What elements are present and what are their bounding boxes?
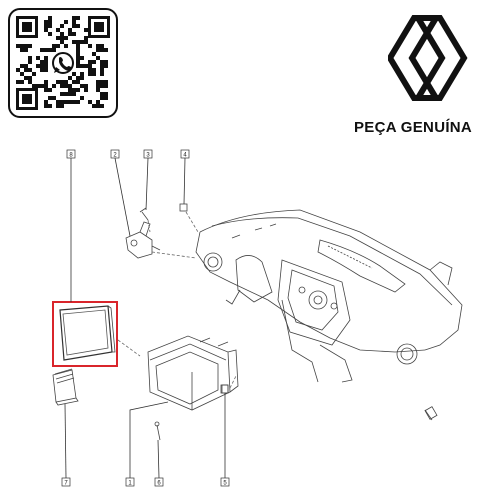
callout-8-top[interactable]: 8 (66, 149, 76, 159)
assembly-leader-lines (117, 211, 237, 389)
part-clip[interactable] (179, 203, 188, 212)
svg-text:1: 1 (128, 481, 132, 487)
svg-text:8: 8 (69, 153, 73, 159)
callout-2[interactable]: 2 (110, 149, 120, 159)
svg-text:3: 3 (146, 153, 150, 159)
part-bracket[interactable] (125, 221, 161, 259)
dashboard-outline (195, 209, 463, 421)
svg-text:5: 5 (223, 481, 227, 487)
callout-leader-lines (64, 157, 226, 479)
callout-1[interactable]: 1 (125, 477, 135, 487)
part-manual[interactable] (52, 368, 79, 406)
callout-7[interactable]: 7 (61, 477, 71, 487)
qr-code-card[interactable] (8, 8, 118, 118)
part-screen-highlighted[interactable] (52, 301, 118, 367)
callout-4[interactable]: 4 (180, 149, 190, 159)
renault-diamond-icon (388, 15, 468, 101)
whatsapp-icon (50, 50, 76, 76)
svg-text:4: 4 (183, 153, 187, 159)
genuine-part-caption: PEÇA GENUÍNA (354, 119, 473, 136)
part-connector[interactable] (220, 384, 229, 394)
callout-5[interactable]: 5 (220, 477, 230, 487)
part-multimedia-unit[interactable] (147, 335, 239, 411)
callout-labels: 8 2 3 4 7 1 6 5 (61, 149, 230, 487)
part-screw-6[interactable] (154, 421, 161, 441)
whatsapp-qr-code-icon (16, 16, 110, 110)
callout-6[interactable]: 6 (154, 477, 164, 487)
part-screw-3[interactable] (139, 207, 149, 221)
svg-text:6: 6 (157, 481, 161, 487)
callout-3[interactable]: 3 (143, 149, 153, 159)
svg-text:2: 2 (113, 153, 117, 159)
svg-text:7: 7 (64, 481, 68, 487)
